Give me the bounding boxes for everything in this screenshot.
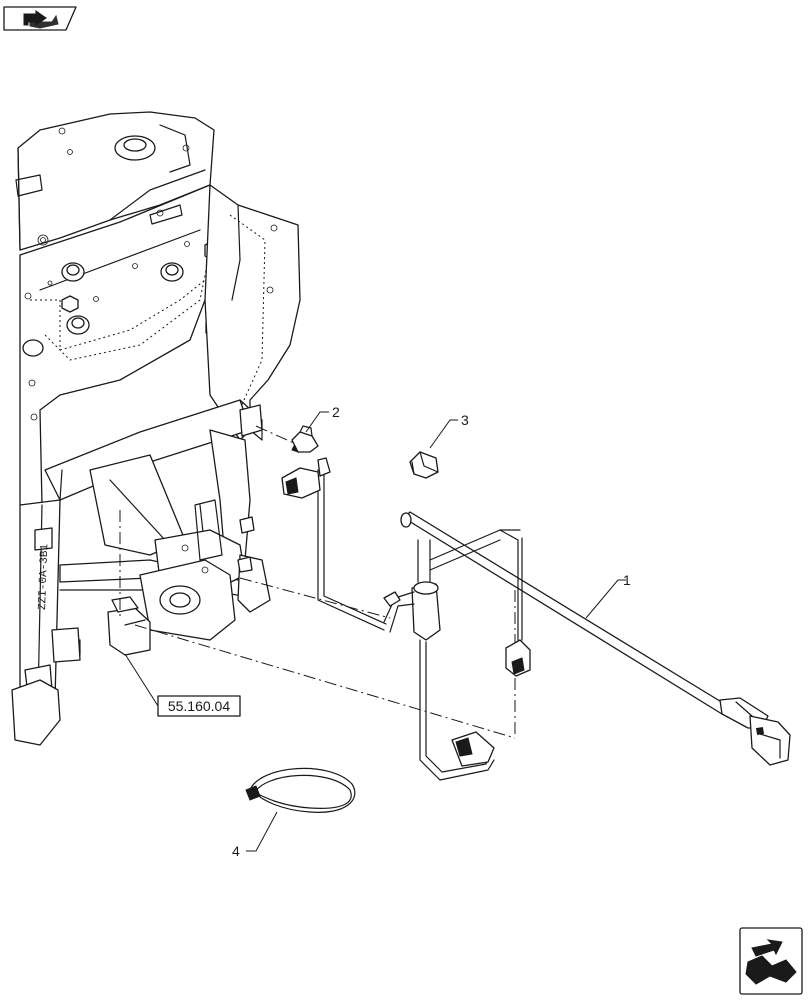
top-nav-arrow-icon[interactable]: [3, 6, 77, 31]
clip-part[interactable]: [409, 451, 439, 479]
callout-1[interactable]: 1: [623, 572, 631, 588]
frame-stamp: ZZI-0A-3B1: [37, 543, 51, 610]
wiring-harness-part[interactable]: [281, 457, 791, 781]
callout-leaders: [124, 411, 626, 852]
callout-labels: 1 2 3 4: [232, 404, 631, 859]
connector-part[interactable]: [291, 425, 319, 453]
bottom-nav-arrow-icon[interactable]: [739, 927, 803, 995]
reference-box[interactable]: 55.160.04: [157, 695, 241, 717]
callout-3[interactable]: 3: [461, 412, 469, 428]
callout-4[interactable]: 4: [232, 843, 240, 859]
cable-tie-part[interactable]: [245, 767, 356, 813]
callout-2[interactable]: 2: [332, 404, 340, 420]
reference-label[interactable]: 55.160.04: [168, 698, 230, 714]
machine-frame: ZZI-0A-3B1: [11, 111, 301, 746]
